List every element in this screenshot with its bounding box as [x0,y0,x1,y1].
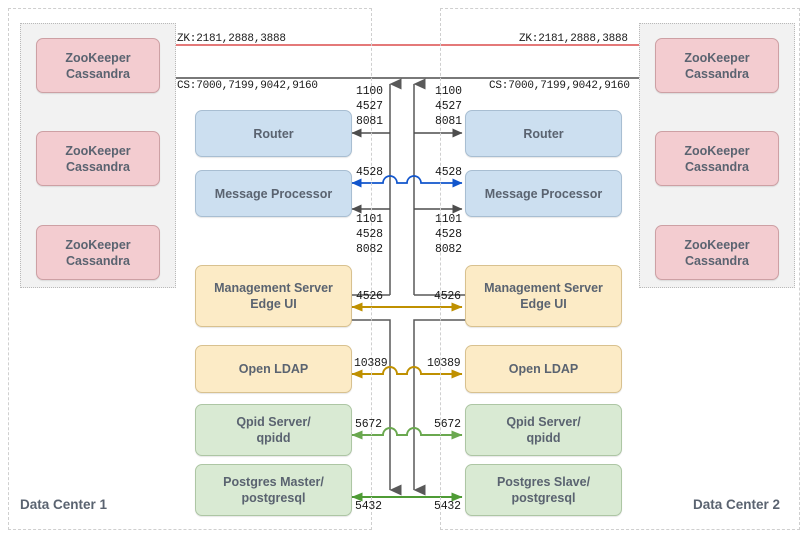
node-zookeeper-cassandra-3[interactable]: ZooKeeper Cassandra [36,225,160,280]
node-postgres-master-dc1[interactable]: Postgres Master/ postgresql [195,464,352,516]
port-label-mp4528-right: 4528 [435,166,462,179]
mp-4528-cross-link [351,175,463,188]
node-label: Router [253,126,294,141]
qpid-5672-cross-link [351,427,463,440]
node-open-ldap-dc2[interactable]: Open LDAP [465,345,622,393]
node-postgres-slave-dc2[interactable]: Postgres Slave/ postgresql [465,464,622,516]
node-zookeeper-cassandra-6[interactable]: ZooKeeper Cassandra [655,225,779,280]
port-label-ldap-left: 10389 [354,357,388,370]
node-label: Open LDAP [238,362,309,376]
data-center-1-frame [8,8,372,530]
port-label-postgres-left: 5432 [355,500,382,513]
node-label: ZooKeeper Cassandra [65,237,131,268]
data-center-1-label: Data Center 1 [20,497,108,512]
data-center-2-frame [440,8,800,530]
node-router-dc1[interactable]: Router [195,110,352,157]
port-label-mp-left: 1101 4528 8082 [356,212,383,257]
port-line: 4528 [435,228,462,241]
node-label: Router [523,126,564,141]
node-label: Qpid Server/ qpidd [506,415,581,445]
port-label-router-left: 1100 4527 8081 [356,84,383,129]
node-open-ldap-dc1[interactable]: Open LDAP [195,345,352,393]
port-label-postgres-right: 5432 [434,500,461,513]
node-label: Postgres Slave/ postgresql [496,475,591,505]
node-qpid-server-dc2[interactable]: Qpid Server/ qpidd [465,404,622,456]
node-zookeeper-cassandra-2[interactable]: ZooKeeper Cassandra [36,131,160,186]
port-label-qpid-left: 5672 [355,418,382,431]
node-management-server-dc2[interactable]: Management Server Edge UI [465,265,622,327]
data-center-2-label: Data Center 2 [693,497,781,512]
port-line: 4528 [356,228,383,241]
port-label-zk-left: ZK:2181,2888,3888 [177,33,286,45]
node-zookeeper-cassandra-1[interactable]: ZooKeeper Cassandra [36,38,160,93]
port-line: 4527 [435,100,462,113]
node-label: ZooKeeper Cassandra [65,50,131,81]
node-label: ZooKeeper Cassandra [65,143,131,174]
port-line: 1100 [435,85,462,98]
port-label-cs-left: CS:7000,7199,9042,9160 [177,80,318,92]
port-label-zk-right: ZK:2181,2888,3888 [519,33,628,45]
ldap-10389-cross-link [351,366,463,379]
port-label-mp4528-left: 4528 [356,166,383,179]
port-line: 1101 [435,213,462,226]
port-line: 8082 [356,243,383,256]
node-router-dc2[interactable]: Router [465,110,622,157]
port-label-ldap-right: 10389 [427,357,461,370]
port-line: 1100 [356,85,383,98]
node-label: ZooKeeper Cassandra [684,143,750,174]
node-label: ZooKeeper Cassandra [684,237,750,268]
port-line: 8082 [435,243,462,256]
node-label: Management Server Edge UI [484,281,603,311]
port-line: 8081 [356,115,383,128]
port-label-qpid-right: 5672 [434,418,461,431]
node-zookeeper-cassandra-4[interactable]: ZooKeeper Cassandra [655,38,779,93]
node-label: ZooKeeper Cassandra [684,50,750,81]
port-label-mgmt-right: 4526 [434,290,461,303]
node-message-processor-dc2[interactable]: Message Processor [465,170,622,217]
port-label-cs-right: CS:7000,7199,9042,9160 [489,80,630,92]
node-zookeeper-cassandra-5[interactable]: ZooKeeper Cassandra [655,131,779,186]
node-label: Postgres Master/ postgresql [223,475,324,505]
node-qpid-server-dc1[interactable]: Qpid Server/ qpidd [195,404,352,456]
port-label-mp-right: 1101 4528 8082 [435,212,462,257]
port-label-router-right: 1100 4527 8081 [435,84,462,129]
node-label: Management Server Edge UI [214,281,333,311]
node-label: Qpid Server/ qpidd [236,415,311,445]
port-line: 1101 [356,213,383,226]
node-message-processor-dc1[interactable]: Message Processor [195,170,352,217]
node-label: Message Processor [214,186,333,201]
node-label: Message Processor [484,186,603,201]
node-label: Open LDAP [508,362,579,376]
port-label-mgmt-left: 4526 [356,290,383,303]
node-management-server-dc1[interactable]: Management Server Edge UI [195,265,352,327]
port-line: 4527 [356,100,383,113]
port-line: 8081 [435,115,462,128]
